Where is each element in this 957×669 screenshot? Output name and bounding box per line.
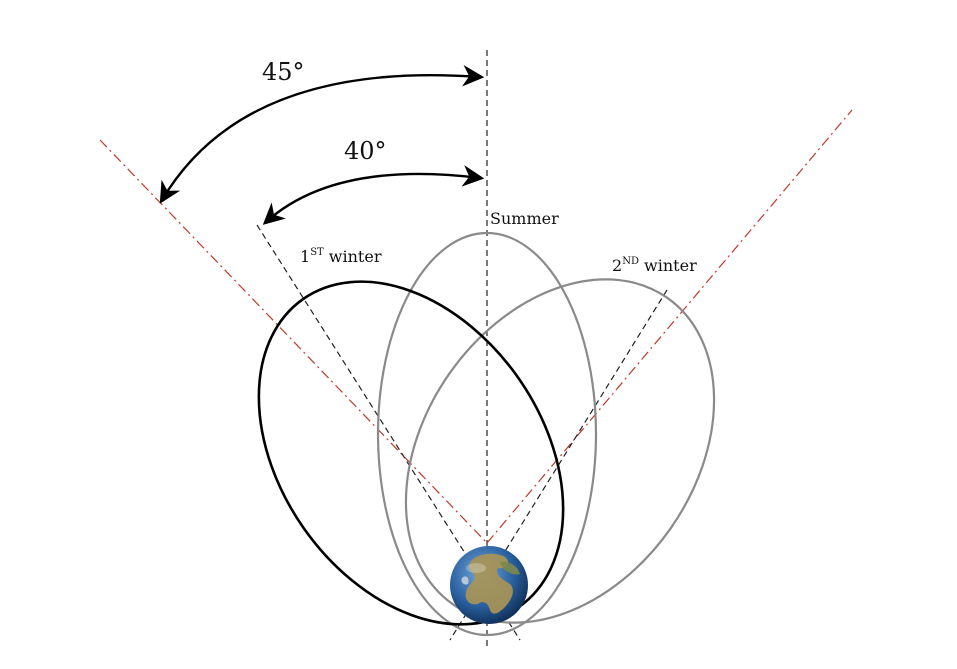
- first-winter-superscript: ST: [310, 247, 324, 258]
- right-45-degree-line: [486, 109, 853, 544]
- second-winter-number: 2: [612, 256, 622, 275]
- left-40-degree-line: [256, 224, 521, 641]
- second-winter-orbit: [404, 278, 716, 624]
- summer-orbit-label: Summer: [490, 209, 559, 228]
- angle-arc-40: [262, 165, 485, 225]
- first-winter-number: 1: [300, 247, 310, 266]
- second-winter-word: winter: [639, 256, 697, 275]
- angle-label-40: 40°: [344, 137, 387, 165]
- second-winter-orbit-label: 2ND winter: [612, 256, 697, 275]
- second-winter-superscript: ND: [622, 256, 639, 267]
- angle-arc-45: [159, 64, 485, 204]
- first-winter-orbit-label: 1ST winter: [300, 247, 382, 266]
- left-45-degree-line: [99, 139, 488, 544]
- summer-orbit: [376, 231, 598, 637]
- first-winter-orbit: [257, 280, 565, 626]
- earth-globe-icon: [450, 546, 528, 624]
- first-winter-word: winter: [324, 247, 382, 266]
- angle-label-45: 45°: [262, 58, 305, 86]
